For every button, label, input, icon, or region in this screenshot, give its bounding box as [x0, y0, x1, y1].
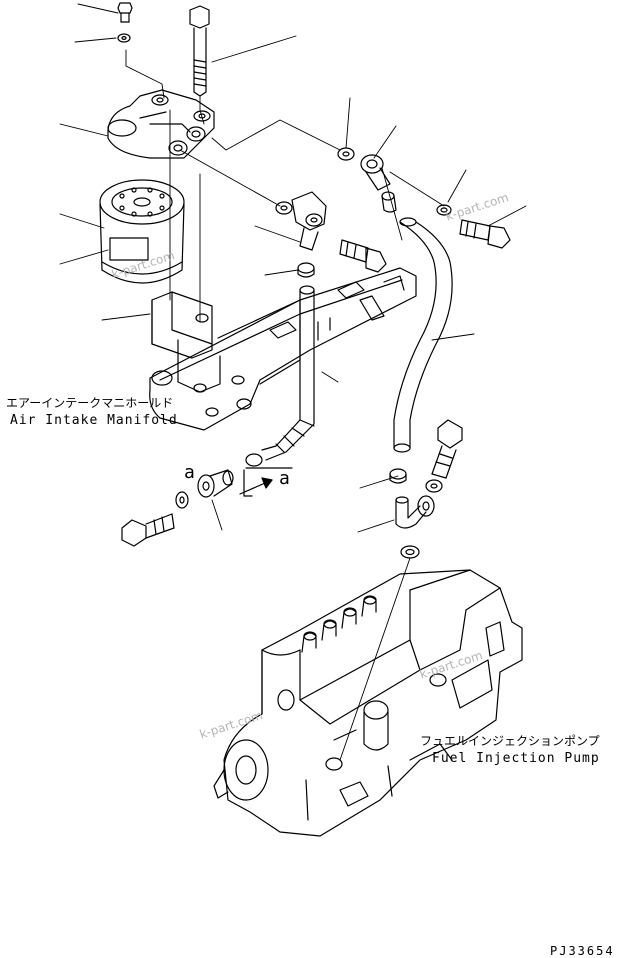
hose-clamp-upper	[297, 262, 315, 278]
fuel-filter	[99, 179, 185, 284]
eye-connector-lower	[197, 469, 234, 498]
fuel-pump-label-en: Fuel Injection Pump	[432, 751, 600, 766]
eye-connector-right	[360, 154, 397, 213]
washer-right	[436, 204, 452, 216]
fuel-injection-pump	[213, 569, 523, 837]
lower-bolt-right	[431, 419, 463, 479]
small-bolt	[117, 2, 133, 23]
washer-pump	[400, 545, 420, 559]
air-intake-label-en: Air Intake Manifold	[10, 413, 178, 428]
fuel-pipe-left	[245, 285, 315, 467]
long-bolt	[189, 5, 210, 97]
reference-letter-a-left: a	[184, 462, 195, 483]
air-intake-manifold	[149, 267, 417, 431]
small-washer	[117, 33, 131, 43]
reference-arrow	[239, 467, 293, 497]
air-intake-label-jp: エアーインテークマニホールド	[6, 396, 174, 410]
drawing-code: PJ33654	[550, 944, 615, 958]
washer-upper-right	[337, 147, 355, 161]
lower-bolt-left	[121, 513, 175, 547]
banjo-bolt-middle	[339, 239, 387, 273]
fuel-hose-right	[393, 217, 453, 453]
leader-lines	[59, 3, 527, 761]
filter-head	[107, 89, 215, 159]
reference-letter-a-right: a	[279, 468, 290, 489]
eye-connector-upper	[291, 191, 327, 251]
washer-lower-right	[425, 479, 443, 493]
washer-lower-left	[175, 491, 189, 509]
banjo-bolt-right	[459, 219, 511, 249]
hose-clamp-lower	[389, 468, 407, 484]
elbow-fitting	[395, 495, 435, 529]
mounting-bracket	[151, 291, 221, 393]
fuel-pump-label-jp: フュエルインジェクションポンプ	[420, 734, 600, 748]
washer-upper-left	[275, 201, 293, 215]
